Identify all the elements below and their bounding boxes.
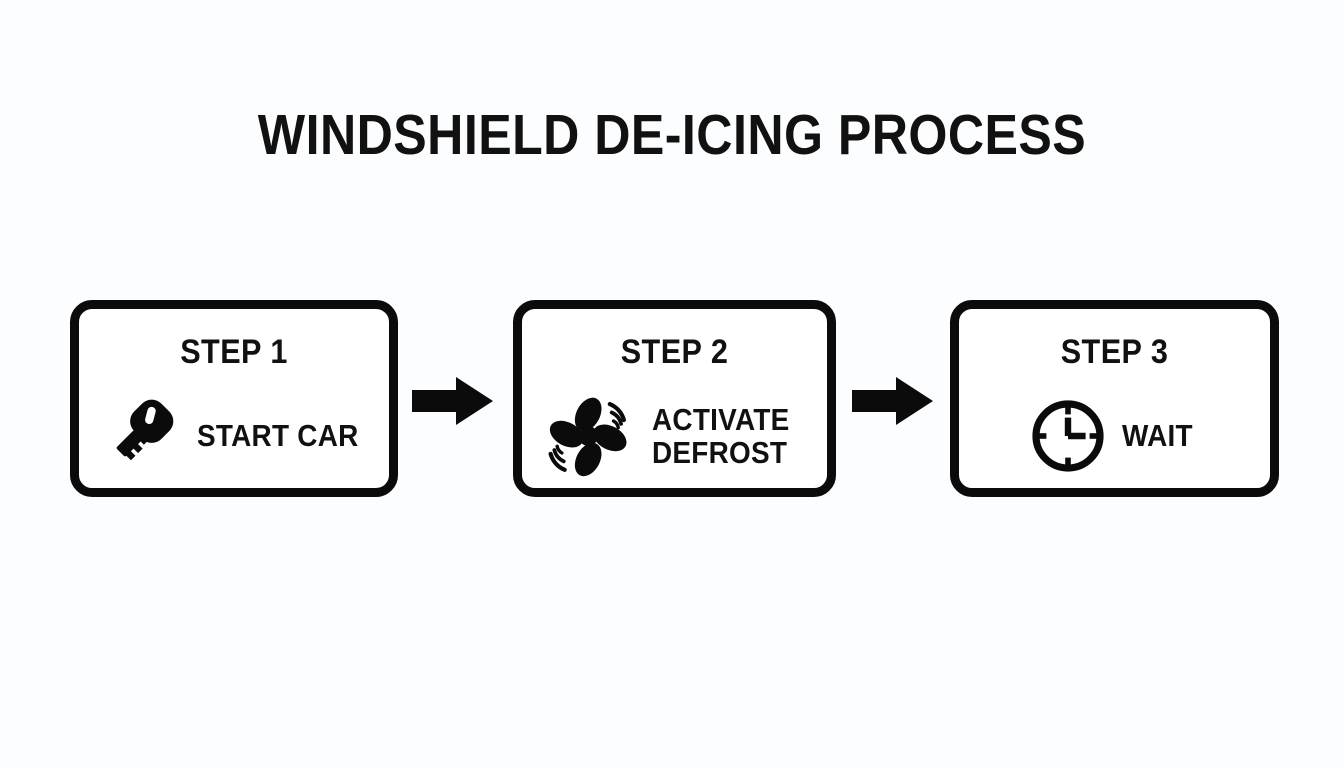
clock-icon	[1028, 396, 1108, 476]
process-flow: STEP 1	[0, 300, 1344, 500]
defroster-fan-icon	[544, 389, 638, 483]
page-title: WINDSHIELD DE-ICING PROCESS	[257, 103, 1087, 167]
arrow-right-icon-2	[852, 375, 934, 427]
step-box-2[interactable]: STEP 2	[513, 300, 836, 497]
step-box-3[interactable]: STEP 3	[950, 300, 1279, 497]
arrow-right-icon-1	[412, 375, 494, 427]
step-1-heading: STEP 1	[180, 333, 288, 371]
step-2-body: ACTIVATE DEFROST	[522, 381, 827, 491]
step-2-heading: STEP 2	[620, 333, 729, 371]
step-3-heading: STEP 3	[1060, 333, 1169, 371]
step-1-body: START CAR	[79, 381, 389, 491]
step-3-body: WAIT	[959, 381, 1270, 491]
step-2-label: ACTIVATE DEFROST	[652, 401, 790, 470]
step-box-1[interactable]: STEP 1	[70, 300, 398, 497]
car-key-icon	[91, 390, 183, 482]
step-3-label: WAIT	[1122, 418, 1193, 454]
step-1-label: START CAR	[197, 418, 359, 454]
